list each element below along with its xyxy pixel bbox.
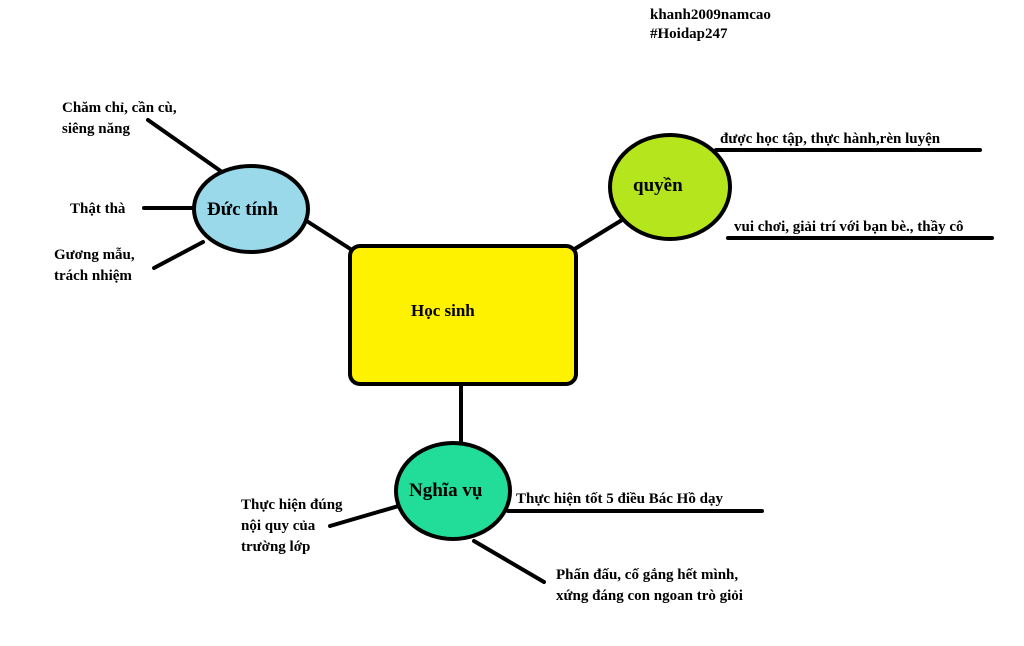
branch-text: trách nhiệm <box>54 268 132 284</box>
branch-text: Thực hiện tốt 5 điều Bác Hồ dạy <box>516 491 723 507</box>
watermark-tag: #Hoidap247 <box>650 26 728 42</box>
center-label: Học sinh <box>411 301 475 320</box>
branch-text: nội quy của <box>241 518 316 534</box>
branch-text: trường lớp <box>241 539 311 555</box>
branch-text: vui chơi, giải trí với bạn bè., thầy cô <box>734 219 964 235</box>
node-nghia-vu-label: Nghĩa vụ <box>409 480 483 501</box>
branch-text: được học tập, thực hành,rèn luyện <box>720 131 941 147</box>
branch-cham-chi <box>146 118 224 174</box>
node-quyen-label: quyền <box>633 175 683 196</box>
connector-center-duc-tinh <box>300 216 354 252</box>
watermark-author: khanh2009namcao <box>650 7 771 23</box>
branch-phan-dau <box>472 539 546 584</box>
branch-text: Thật thà <box>70 201 126 217</box>
node-duc-tinh-label: Đức tính <box>207 199 279 220</box>
connector-center-quyen <box>571 218 624 252</box>
node-quyen-ellipse <box>608 133 732 241</box>
branch-text: Thực hiện đúng <box>241 497 343 513</box>
branch-text: Gương mẫu, <box>54 247 135 263</box>
node-nghia-vu-ellipse <box>394 441 512 541</box>
branch-text: Phấn đấu, cố gắng hết mình, <box>556 567 739 583</box>
center-box <box>348 244 578 386</box>
branch-guong-mau <box>152 240 205 270</box>
branch-text: Chăm chỉ, cần cù, <box>62 100 177 116</box>
branch-noi-quy <box>328 503 404 528</box>
branch-text: xứng đáng con ngoan trò giỏi <box>556 588 743 604</box>
branch-text: siêng năng <box>62 121 130 137</box>
node-duc-tinh-ellipse <box>192 164 310 254</box>
